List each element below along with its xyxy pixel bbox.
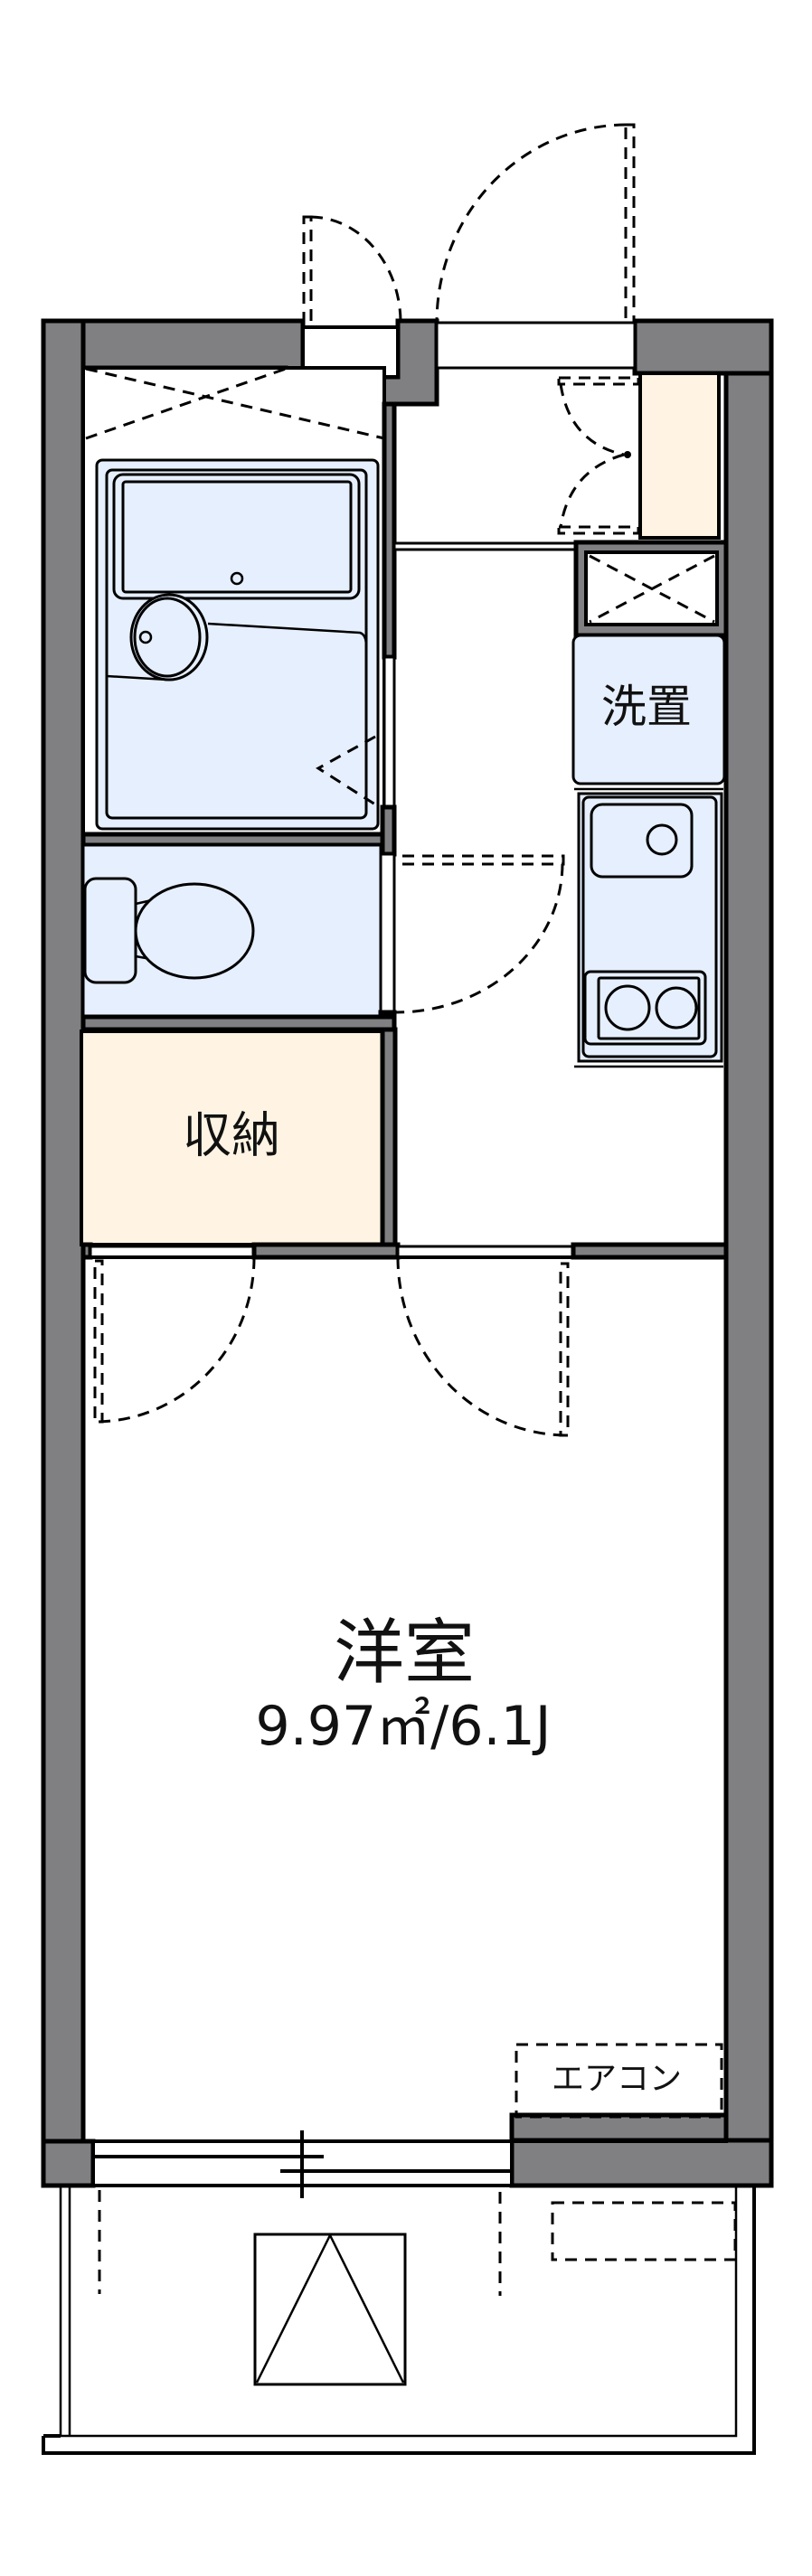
sink — [590, 803, 694, 879]
shoe-cabinet-door-leaf-top — [557, 376, 640, 386]
escape-hatch-ladder-icon — [255, 2233, 405, 2383]
top-wall-right — [632, 318, 774, 376]
balcony-window[interactable] — [91, 2130, 514, 2198]
right-wall — [723, 318, 774, 2188]
sink-drain-icon — [646, 823, 678, 856]
aircon-label: エアコン — [552, 2061, 682, 2098]
bath-door-swing — [316, 735, 376, 806]
burner-right-icon — [655, 986, 698, 1029]
toilet-door-leaf — [401, 854, 565, 866]
burner-left-icon — [604, 984, 651, 1031]
main-room-area: 9.97㎡/6.1J — [256, 1695, 552, 1758]
storage-label: 収納 — [183, 1107, 280, 1164]
entrance-door-leaf — [624, 123, 636, 324]
bottom-wall-right — [509, 2138, 774, 2188]
storage-partition — [380, 1027, 398, 1260]
room-wall-right — [571, 1242, 729, 1260]
toilet-bowl — [134, 882, 255, 980]
aircon-ledge — [509, 2112, 729, 2143]
shoe-cabinet-handle-icon — [624, 451, 631, 458]
shoe-cabinet-door-swing — [559, 383, 625, 528]
washer-space — [571, 634, 726, 785]
meter-door-leaf — [302, 215, 313, 324]
bathtub-drain-icon — [230, 571, 244, 586]
left-wall — [41, 318, 86, 2188]
bath-toilet-wall — [80, 832, 385, 848]
washer-label: 洗置 — [601, 681, 692, 733]
toilet-door-opening[interactable] — [379, 852, 396, 1014]
toilet-tank — [83, 877, 137, 984]
bath-door-opening[interactable] — [382, 655, 396, 809]
bottom-wall-left — [41, 2139, 96, 2188]
washbasin-drain-icon — [138, 630, 153, 644]
shoe-cabinet — [638, 371, 721, 540]
aircon-box — [515, 2043, 723, 2119]
bathroom — [81, 366, 386, 836]
room-wall-middle — [251, 1242, 401, 1260]
balcony-inner-rail — [59, 2186, 738, 2438]
ceiling-hatch-marker — [85, 367, 385, 440]
toilet-door-swing — [395, 863, 564, 1014]
entrance-door-swing[interactable] — [435, 123, 627, 324]
meter-door-swing — [310, 215, 402, 324]
kitchen — [574, 787, 723, 1068]
toilet-room — [81, 843, 382, 1019]
bath-partition — [382, 401, 397, 660]
washbasin — [133, 597, 202, 678]
pipe-shaft-x-icon — [589, 554, 715, 624]
entrance-step — [392, 541, 578, 551]
aircon-outdoor-unit — [551, 2201, 737, 2261]
storage-door-leaf — [93, 1259, 104, 1424]
room-door-leaf — [559, 1262, 570, 1437]
balcony — [42, 2186, 756, 2455]
storage-door-swing — [97, 1256, 256, 1424]
escape-hatch — [253, 2233, 407, 2386]
balcony-outer-edge — [42, 2186, 756, 2455]
room-door-swing — [396, 1256, 568, 1437]
bathtub-basin — [121, 480, 353, 594]
shoe-cabinet-door-leaf-bottom — [557, 525, 640, 535]
main-room-name: 洋室 — [334, 1612, 475, 1694]
storage-room — [80, 1029, 384, 1246]
toilet-storage-wall — [80, 1014, 397, 1032]
bath-floor-line — [207, 622, 368, 647]
entrance-opening — [435, 321, 637, 370]
